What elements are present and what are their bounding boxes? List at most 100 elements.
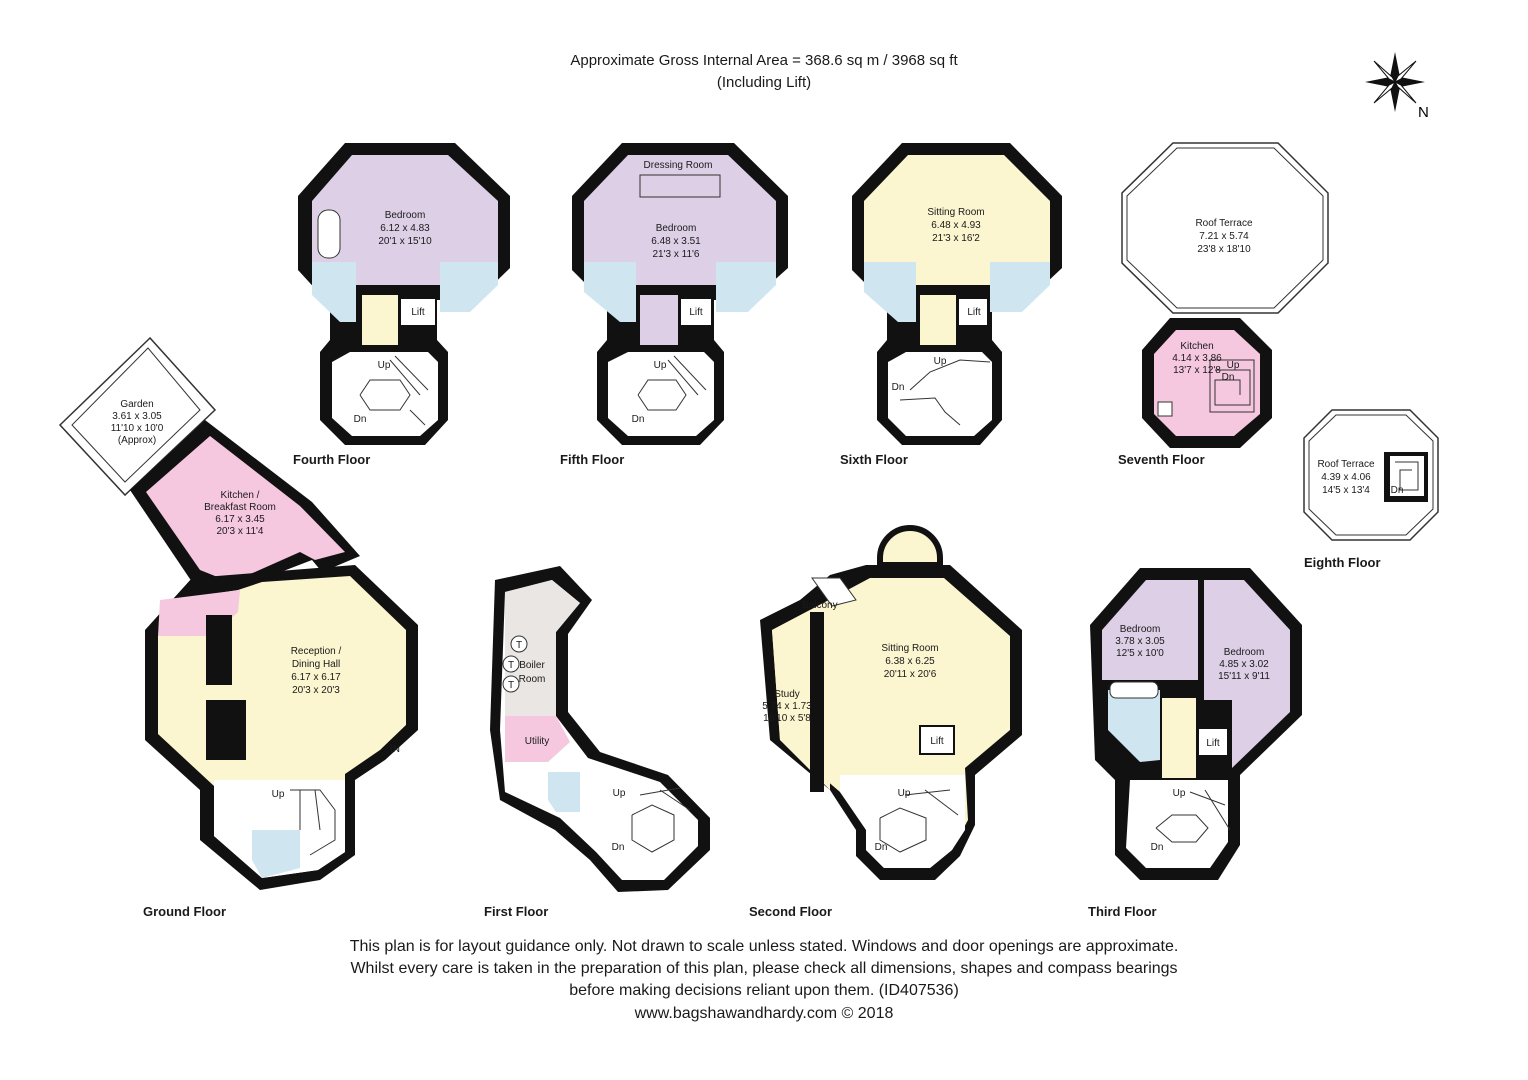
area-subtitle: (Including Lift) — [716, 74, 812, 91]
roof-terrace-8-name: Roof Terrace — [1317, 459, 1375, 470]
study-name: Study — [774, 689, 800, 700]
roof-terrace-7-metric: 7.21 x 5.74 — [1199, 231, 1249, 242]
sitting-6-metric: 6.48 x 4.93 — [931, 220, 981, 231]
dn-label-3: Dn — [1151, 842, 1164, 853]
garden-imperial: 11'10 x 10'0 — [111, 423, 164, 434]
disclaimer-line-1: This plan is for layout guidance only. N… — [349, 938, 1179, 955]
kitchen-breakfast-imperial: 20'3 x 11'4 — [216, 526, 263, 537]
bedroom-4-name: Bedroom — [385, 210, 426, 221]
reception-name1: Reception / — [291, 646, 342, 657]
tank-t-2: T — [508, 660, 514, 671]
lift-label-3: Lift — [1206, 738, 1220, 749]
bedroom-4-imperial: 20'1 x 15'10 — [378, 236, 432, 247]
bedroom-5-name: Bedroom — [656, 223, 697, 234]
sitting-2-metric: 6.38 x 6.25 — [885, 656, 935, 667]
garden-metric: 3.61 x 3.05 — [112, 411, 162, 422]
up-label-g: Up — [272, 789, 285, 800]
up-label-5: Up — [654, 360, 667, 371]
kitchen-breakfast-metric: 6.17 x 3.45 — [215, 514, 265, 525]
fifth-floor-plan — [572, 143, 788, 445]
compass-rose-icon — [1365, 52, 1425, 112]
fourth-floor-plan — [298, 143, 510, 445]
up-label-2: Up — [898, 788, 911, 799]
bedroom-5-metric: 6.48 x 3.51 — [651, 236, 701, 247]
dn-label-6: Dn — [892, 382, 905, 393]
ground-floor-title: Ground Floor — [143, 904, 226, 919]
bedroom-3a-name: Bedroom — [1120, 624, 1161, 635]
third-floor-plan — [1090, 568, 1302, 880]
up-label-1: Up — [613, 788, 626, 799]
dressing-room-name: Dressing Room — [644, 160, 713, 171]
kitchen-breakfast-name1: Kitchen / — [221, 490, 260, 501]
fourth-floor-title: Fourth Floor — [293, 452, 370, 467]
bedroom-4-metric: 6.12 x 4.83 — [380, 223, 430, 234]
sixth-floor-title: Sixth Floor — [840, 452, 908, 467]
first-floor-title: First Floor — [484, 904, 548, 919]
bedroom-3a-metric: 3.78 x 3.05 — [1115, 636, 1165, 647]
second-floor-plan — [760, 525, 1022, 880]
up-label-7: Up — [1227, 360, 1240, 371]
study-imperial: 18'10 x 5'8 — [763, 713, 811, 724]
sitting-2-imperial: 20'11 x 20'6 — [884, 669, 937, 680]
bedroom-3b-metric: 4.85 x 3.02 — [1219, 659, 1269, 670]
roof-terrace-8-imperial: 14'5 x 13'4 — [1322, 485, 1370, 496]
utility-name: Utility — [525, 736, 549, 747]
reception-metric: 6.17 x 6.17 — [291, 672, 341, 683]
fifth-floor-title: Fifth Floor — [560, 452, 624, 467]
roof-terrace-7-name: Roof Terrace — [1195, 218, 1253, 229]
seventh-floor-plan — [1121, 142, 1329, 448]
dn-label-4: Dn — [354, 414, 367, 425]
dn-label-2: Dn — [875, 842, 888, 853]
roof-terrace-8-metric: 4.39 x 4.06 — [1321, 472, 1371, 483]
study-metric: 5.74 x 1.73 — [762, 701, 812, 712]
second-floor-title: Second Floor — [749, 904, 832, 919]
kitchen-breakfast-name2: Breakfast Room — [204, 502, 276, 513]
eighth-floor-plan — [1303, 409, 1439, 541]
dn-label-7: Dn — [1222, 372, 1235, 383]
website-link[interactable]: www.bagshawandhardy.com © 2018 — [634, 1005, 894, 1022]
tank-t-1: T — [516, 640, 522, 651]
bedroom-3b-name: Bedroom — [1224, 647, 1265, 658]
garden-name: Garden — [120, 399, 153, 410]
lift-label-4: Lift — [411, 307, 425, 318]
balcony-name: Balcony — [802, 600, 838, 611]
kitchen-7-imperial: 13'7 x 12'8 — [1173, 365, 1221, 376]
entrance-in-label: IN — [390, 744, 400, 755]
third-floor-title: Third Floor — [1088, 904, 1157, 919]
kitchen-7-name: Kitchen — [1180, 341, 1213, 352]
garden-note: (Approx) — [118, 435, 156, 446]
dn-label-8: Dn — [1391, 485, 1404, 496]
bedroom-3a-imperial: 12'5 x 10'0 — [1116, 648, 1164, 659]
lift-label-5: Lift — [689, 307, 703, 318]
disclaimer-line-3: before making decisions reliant upon the… — [569, 982, 959, 999]
reception-imperial: 20'3 x 20'3 — [292, 685, 340, 696]
seventh-floor-title: Seventh Floor — [1118, 452, 1205, 467]
lift-label-6: Lift — [967, 307, 981, 318]
area-title: Approximate Gross Internal Area = 368.6 … — [570, 52, 958, 69]
sitting-6-imperial: 21'3 x 16'2 — [932, 233, 980, 244]
up-label-4: Up — [378, 360, 391, 371]
disclaimer-line-2: Whilst every care is taken in the prepar… — [350, 960, 1178, 977]
compass-north-label: N — [1418, 104, 1429, 121]
bedroom-3b-imperial: 15'11 x 9'11 — [1218, 671, 1270, 682]
tank-t-3: T — [508, 680, 514, 691]
sitting-2-name: Sitting Room — [881, 643, 938, 654]
boiler-room-name1: Boiler — [519, 660, 545, 671]
first-floor-plan — [490, 566, 710, 892]
roof-terrace-7-imperial: 23'8 x 18'10 — [1197, 244, 1251, 255]
dn-label-1: Dn — [612, 842, 625, 853]
reception-name2: Dining Hall — [292, 659, 340, 670]
lift-label-2: Lift — [930, 736, 944, 747]
sixth-floor-plan — [852, 143, 1062, 445]
bedroom-5-imperial: 21'3 x 11'6 — [652, 249, 699, 260]
sitting-6-name: Sitting Room — [927, 207, 984, 218]
dn-label-5: Dn — [632, 414, 645, 425]
up-label-6: Up — [934, 356, 947, 367]
ground-floor-plan — [58, 336, 418, 890]
eighth-floor-title: Eighth Floor — [1304, 555, 1381, 570]
up-label-3: Up — [1173, 788, 1186, 799]
boiler-room-name2: Room — [519, 674, 546, 685]
kitchen-7-metric: 4.14 x 3.86 — [1172, 353, 1222, 364]
boiler-tanks — [502, 635, 528, 693]
